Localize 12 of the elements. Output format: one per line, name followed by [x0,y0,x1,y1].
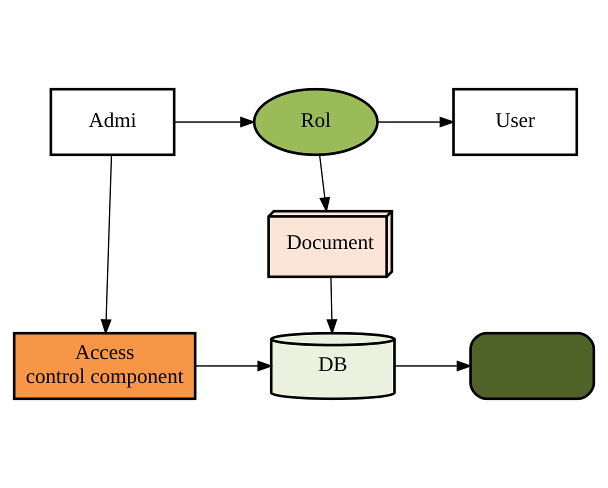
node-box: Admi [50,88,176,156]
arrow [100,154,112,336]
arrow [174,116,256,128]
node-ellipse: Rol [252,88,379,156]
arrow [326,277,338,335]
node-box [469,332,596,400]
arrow [196,360,274,372]
arrow [319,155,330,213]
arrow [394,360,472,372]
node-box: Access control component [12,332,196,400]
node-box: User [452,88,578,156]
arrow [378,116,456,128]
